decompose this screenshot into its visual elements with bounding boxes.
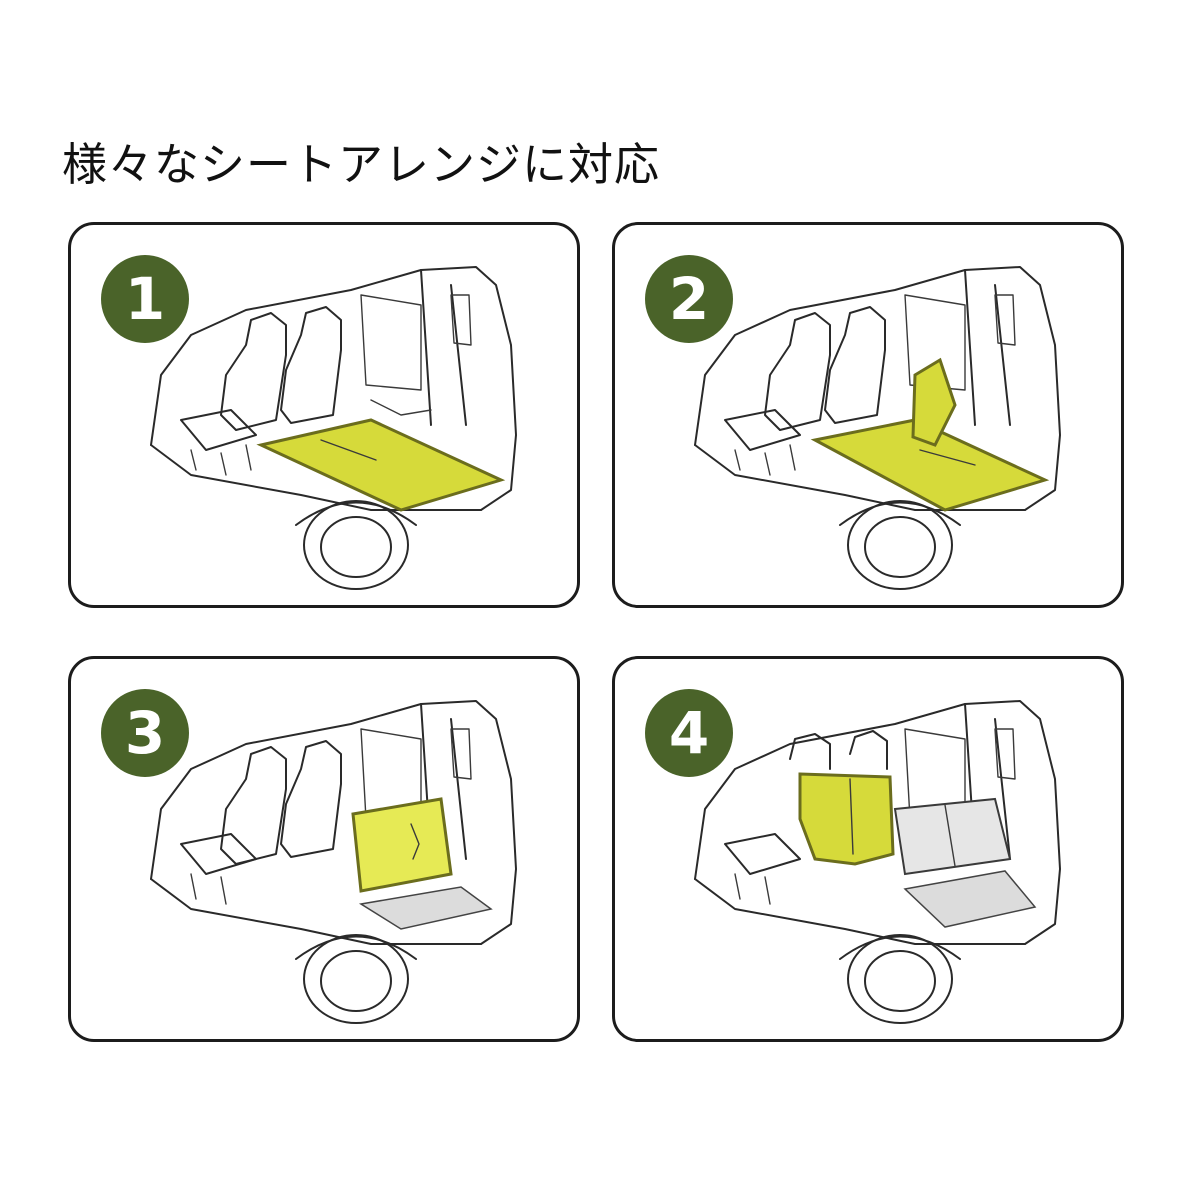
step-number-badge: 4 — [645, 689, 733, 777]
seat-back-cover — [351, 797, 453, 893]
wheel — [295, 500, 417, 590]
wheel — [839, 500, 961, 590]
van-interior-illustration — [694, 700, 1061, 1024]
wheel — [839, 934, 961, 1024]
front-seat-back-cover — [798, 772, 895, 866]
seats-outline — [724, 730, 888, 905]
arrangement-panel-4: 4 — [612, 656, 1124, 1042]
van-body-outline — [150, 266, 517, 511]
van-body-outline — [150, 700, 517, 945]
arrangement-panel-2: 2 — [612, 222, 1124, 608]
page-title: 様々なシートアレンジに対応 — [62, 138, 661, 191]
van-interior-illustration — [150, 700, 517, 1024]
seats-outline — [724, 306, 886, 476]
van-body-outline — [694, 266, 1061, 511]
step-number-badge: 1 — [101, 255, 189, 343]
step-number-badge: 3 — [101, 689, 189, 777]
arrangement-panel-3: 3 — [68, 656, 580, 1042]
floor-mat — [256, 418, 506, 512]
step-number-badge: 2 — [645, 255, 733, 343]
seats-outline — [180, 740, 342, 905]
arrangement-panel-1: 1 — [68, 222, 580, 608]
floor-mat-with-backrest — [810, 357, 1050, 512]
grey-floor — [358, 886, 493, 930]
van-interior-illustration — [150, 266, 517, 590]
seats-outline — [180, 306, 342, 476]
wheel — [295, 934, 417, 1024]
flipped-rear-seats — [893, 797, 1037, 928]
van-interior-illustration — [694, 266, 1061, 590]
